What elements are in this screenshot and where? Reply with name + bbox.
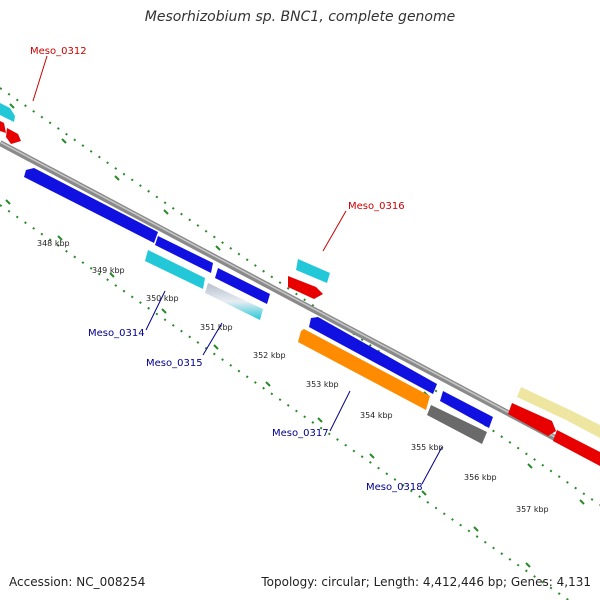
gene-blue-355[interactable] [440, 391, 493, 428]
gene-red-0316[interactable] [288, 276, 323, 299]
map-title: Mesorhizobium sp. BNC1, complete genome [144, 9, 456, 25]
gene-red-topleft-1[interactable] [0, 121, 6, 133]
leader-0312 [32, 55, 48, 102]
tick-label-351: 351 kbp [200, 323, 233, 332]
gene-blue-351[interactable] [215, 268, 270, 304]
gene-labels: Meso_0312 Meso_0316 Meso_0314 Meso_0315 … [30, 46, 423, 493]
tick-label-348: 348 kbp [37, 239, 70, 248]
gene-features [0, 103, 600, 466]
gene-striped-0315[interactable] [205, 283, 263, 320]
tick-label-356: 356 kbp [464, 473, 497, 482]
label-leader-lines [32, 55, 443, 485]
gene-khaki-right-2[interactable] [566, 410, 600, 438]
genome-backbone [0, 140, 600, 465]
gene-blue-349[interactable] [155, 236, 213, 273]
gene-red-right-1[interactable] [508, 403, 556, 436]
footer-summary: Topology: circular; Length: 4,412,446 bp… [261, 575, 591, 589]
tick-label-349: 349 kbp [92, 266, 125, 275]
tick-label-352: 352 kbp [253, 351, 286, 360]
leader-0315 [202, 322, 223, 356]
gene-khaki-right-1[interactable] [517, 387, 570, 420]
inner-tick-ring [0, 204, 571, 600]
gene-blue-352[interactable] [309, 317, 437, 394]
gene-label-meso-0316[interactable]: Meso_0316 [348, 201, 405, 212]
gene-label-meso-0312[interactable]: Meso_0312 [30, 46, 87, 57]
leader-0317 [329, 390, 351, 432]
gene-label-meso-0317[interactable]: Meso_0317 [272, 428, 329, 439]
tick-label-354: 354 kbp [360, 411, 393, 420]
tick-label-355: 355 kbp [411, 443, 444, 452]
outer-tick-ring [0, 87, 600, 506]
gene-label-meso-0318[interactable]: Meso_0318 [366, 482, 423, 493]
leader-0318 [421, 446, 443, 485]
gene-orange-0317[interactable] [298, 329, 430, 410]
footer-accession: Accession: NC_008254 [9, 575, 146, 589]
gene-blue-long[interactable] [24, 168, 158, 243]
tick-label-350: 350 kbp [146, 294, 179, 303]
tick-label-353: 353 kbp [306, 380, 339, 389]
gene-cyan-topleft[interactable] [0, 103, 15, 122]
gene-label-meso-0314[interactable]: Meso_0314 [88, 328, 145, 339]
leader-0314 [145, 290, 166, 331]
gene-cyan-0316[interactable] [296, 259, 330, 283]
gene-cyan-350[interactable] [145, 250, 205, 289]
gene-red-topleft-2[interactable] [6, 128, 21, 144]
gene-red-right-2[interactable] [553, 430, 600, 466]
tick-label-357: 357 kbp [516, 505, 549, 514]
tick-labels: 348 kbp 349 kbp 350 kbp 351 kbp 352 kbp … [37, 239, 549, 514]
leader-0316 [322, 210, 347, 252]
gene-label-meso-0315[interactable]: Meso_0315 [146, 358, 203, 369]
gene-gray-0318[interactable] [427, 405, 487, 444]
